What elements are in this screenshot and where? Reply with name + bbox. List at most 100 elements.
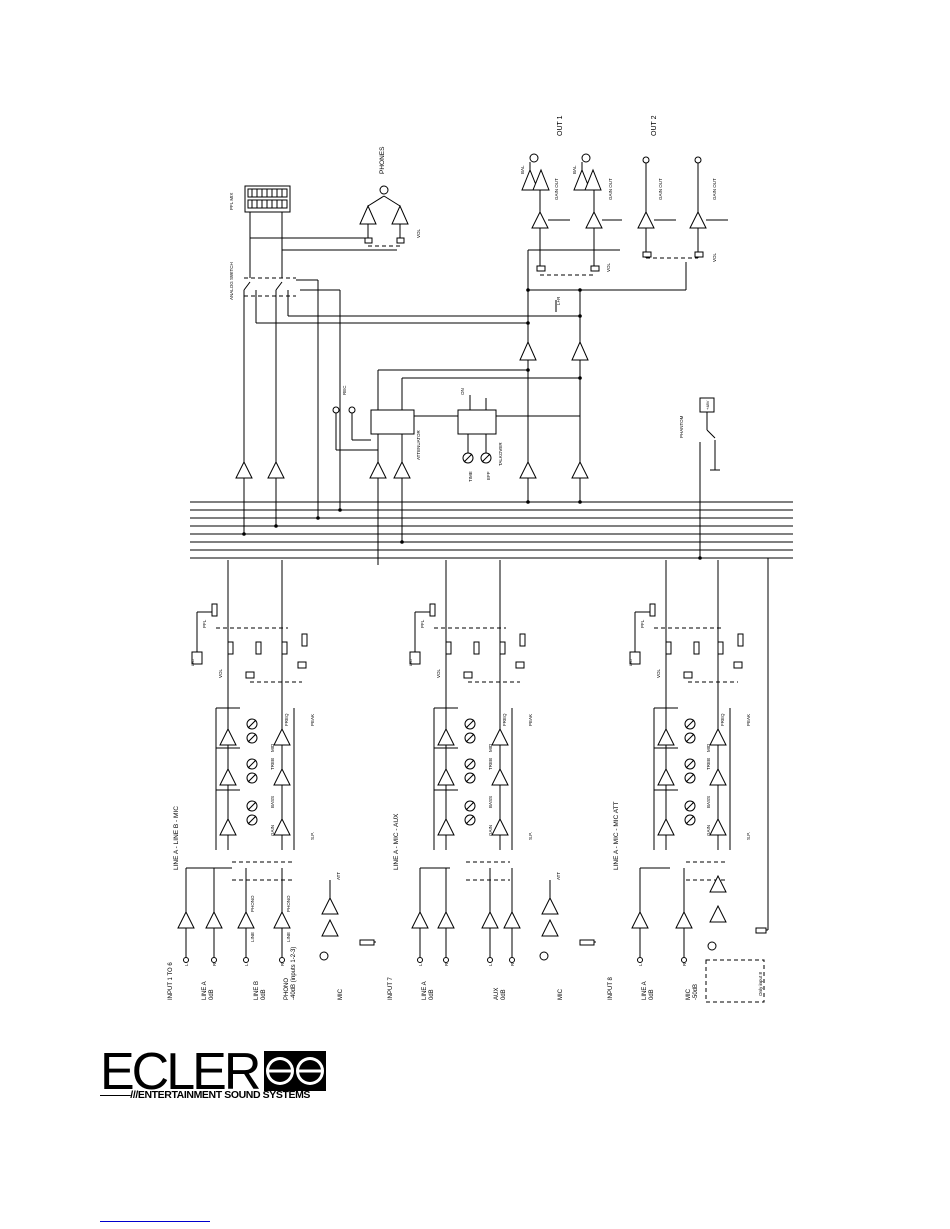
eq-pot-icon <box>246 772 258 784</box>
eq-pot-icon <box>464 800 476 812</box>
eq-pot-icon <box>464 718 476 730</box>
jack-side-label: R <box>510 962 515 966</box>
logo-wordmark: ECLER <box>100 1043 261 1101</box>
channel-strips <box>177 558 769 1003</box>
input-jack-icon <box>509 957 515 963</box>
bal-label-1: BAL <box>520 165 525 174</box>
input-amp <box>481 910 499 929</box>
eq-pot-icon <box>684 814 696 826</box>
input-title: INPUT 1 TO 6 <box>168 962 174 1000</box>
xlr-jack-icon <box>539 951 549 961</box>
input-sublabel: -40dB (inputs 1-2-3) <box>291 947 297 1000</box>
input-sublabel: 0dB <box>649 989 655 1000</box>
input-jack-icon <box>417 957 423 963</box>
out1-label: OUT 1 <box>557 115 564 136</box>
bass-label: BASS <box>488 796 493 808</box>
input-amp <box>411 910 429 929</box>
channel-header: LINE A - MIC - AUX <box>393 813 400 870</box>
input-amp <box>503 910 521 929</box>
jack-side-label: R <box>682 962 687 966</box>
pfl-label: PFL <box>420 619 425 628</box>
eq-amp-right <box>491 727 509 746</box>
attenuator-label: ATTENUATOR <box>416 429 421 460</box>
eq-amp-left <box>437 767 455 786</box>
gain-label: GAIN <box>488 825 493 836</box>
mic-preamp <box>321 918 339 937</box>
eq-amp-right <box>709 727 727 746</box>
jack-side-label: R <box>212 962 217 966</box>
led-label: LED <box>191 659 195 666</box>
pfl-mix-label: PFL MIX <box>229 193 234 210</box>
input-label: LINE A <box>642 981 648 1000</box>
gain-out-label-3: GAIN OUT <box>658 178 663 200</box>
jack-side-label: L <box>488 963 493 966</box>
treb-label: TREB <box>488 758 493 770</box>
freq-label: FREQ <box>502 713 507 726</box>
eq-pot-icon <box>246 732 258 744</box>
jack-side-label: R <box>444 962 449 966</box>
gain-label: GAIN <box>706 825 711 836</box>
input-sublabel: 0dB <box>429 989 435 1000</box>
led-label: LED <box>629 659 633 666</box>
jack-side-label: L <box>184 963 189 966</box>
bass-label: BASS <box>706 796 711 808</box>
treb-label: TREB <box>706 758 711 770</box>
mid-label: MID <box>706 743 711 752</box>
mid-label: MID <box>488 743 493 752</box>
eq-pot-icon <box>246 718 258 730</box>
eq-amp-right <box>491 817 509 836</box>
att-label: ATT <box>336 872 341 880</box>
gain-out-label-2: GAIN OUT <box>608 178 613 200</box>
led-label: LED <box>409 659 413 666</box>
analog-switch-label: ANALOG SWITCH <box>229 262 234 300</box>
input-label: MIC <box>686 988 692 1000</box>
input-label: LINE A <box>422 981 428 1000</box>
out2-label: OUT 2 <box>651 115 658 136</box>
input-jack-icon <box>487 957 493 963</box>
eq-amp-left <box>657 817 675 836</box>
footer-rule <box>100 1221 210 1222</box>
xlr-jack-icon <box>707 941 717 951</box>
input-sublabel: 0dB <box>501 989 507 1000</box>
talkover-label: TALKOVER <box>498 442 503 466</box>
input-sublabel: 0dB <box>209 989 215 1000</box>
input-amp <box>273 910 291 929</box>
bass-label: BASS <box>270 796 275 808</box>
eq-pot-icon <box>464 814 476 826</box>
eq-amp-right <box>491 767 509 786</box>
eq-pot-icon <box>246 814 258 826</box>
eff-label: EFF <box>486 471 491 480</box>
input-jack-icon <box>681 957 687 963</box>
bal-label-2: BAL <box>572 165 577 174</box>
freq-label: FREQ <box>284 713 289 726</box>
eq-pot-icon <box>684 718 696 730</box>
eq-pot-icon <box>684 800 696 812</box>
rec-label: REC <box>342 385 347 395</box>
input-amp <box>237 910 255 929</box>
pfl-label: PFL <box>202 619 207 628</box>
vol-label-out2: VOL <box>712 252 717 262</box>
vol-label-out1: VOL <box>606 262 611 272</box>
input-amp <box>177 910 195 929</box>
input-title: INPUT 7 <box>388 976 394 1000</box>
input-label: LINE B <box>254 981 260 1000</box>
time-label: TIME <box>468 471 473 482</box>
vol-label: VOL <box>218 668 223 678</box>
logo-mark-icon <box>264 1051 326 1091</box>
freq-label: FREQ <box>720 713 725 726</box>
input-label: LINE A <box>202 981 208 1000</box>
input-label: MIC <box>338 988 344 1000</box>
phono-label: PHONO <box>250 895 255 912</box>
phones-label: PHONES <box>379 146 386 174</box>
peak-label: PEAK <box>310 714 315 726</box>
input-jack-icon <box>243 957 249 963</box>
vol-label-phones: VOL <box>416 228 421 238</box>
eq-pot-icon <box>464 772 476 784</box>
mic-amp <box>709 874 727 893</box>
on-label: ON <box>460 388 465 395</box>
s-p-label: S.P. <box>746 832 751 840</box>
eq-pot-icon <box>684 732 696 744</box>
input-label: MIC <box>558 988 564 1000</box>
lr-sum-label: L+R <box>556 296 561 305</box>
